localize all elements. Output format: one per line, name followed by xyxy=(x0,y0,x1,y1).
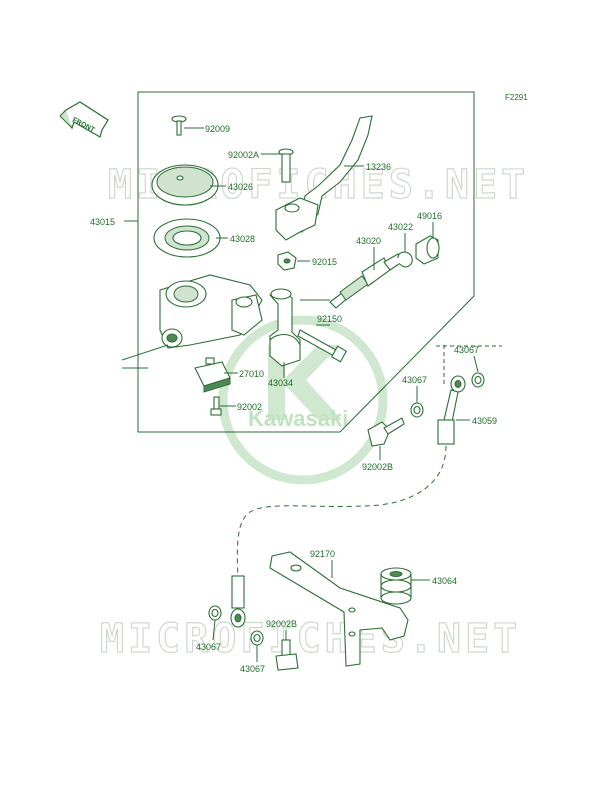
dust-boot-49016 xyxy=(415,235,440,265)
front-arrow-icon: FRONT xyxy=(59,101,109,138)
kawasaki-logo: Kawasaki xyxy=(218,315,388,485)
label-43034: 43034 xyxy=(268,378,293,388)
bolt-92150 xyxy=(297,329,348,363)
label-49016: 49016 xyxy=(417,211,442,221)
banjo-bolt-92002b-upper xyxy=(367,417,405,447)
figure-code: F2291 xyxy=(505,93,528,102)
label-92015: 92015 xyxy=(312,257,337,267)
label-92009: 92009 xyxy=(205,124,230,134)
label-92002a: 92002A xyxy=(228,150,259,160)
label-43064: 43064 xyxy=(432,576,457,586)
label-92150: 92150 xyxy=(317,314,342,324)
washer-43067-a xyxy=(471,372,485,388)
label-43059: 43059 xyxy=(472,416,497,426)
label-92002b-lower: 92002B xyxy=(266,619,297,629)
hose-fitting-43059 xyxy=(437,375,466,445)
screw-92002 xyxy=(210,396,222,416)
label-43067-d: 43067 xyxy=(240,664,265,674)
label-43067-a: 43067 xyxy=(454,345,479,355)
brand-text: Kawasaki xyxy=(248,406,348,431)
screw-92009 xyxy=(171,115,187,136)
label-43022: 43022 xyxy=(388,222,413,232)
diaphragm-43028 xyxy=(153,218,221,258)
reservoir-cap-43026 xyxy=(151,164,219,206)
label-92002b-upper: 92002B xyxy=(362,462,393,472)
bracket-92170 xyxy=(269,551,409,667)
label-43067-c: 43067 xyxy=(196,642,221,652)
pivot-bolt-92002a xyxy=(278,148,294,183)
label-43020: 43020 xyxy=(356,236,381,246)
label-92170: 92170 xyxy=(310,549,335,559)
label-43026: 43026 xyxy=(228,182,253,192)
circlip-43022 xyxy=(397,251,413,268)
label-27010: 27010 xyxy=(239,369,264,379)
watermark-bottom: MICROFICHES.NET xyxy=(100,616,521,662)
nut-92015 xyxy=(277,251,297,271)
label-92002: 92002 xyxy=(237,402,262,412)
label-43067-b: 43067 xyxy=(402,375,427,385)
washer-43067-b xyxy=(410,402,424,418)
switch-27010 xyxy=(194,357,231,393)
banjo-bolt-92002b-lower xyxy=(275,639,299,671)
bracket-43034 xyxy=(269,288,301,367)
clutch-lever-13236 xyxy=(275,115,373,241)
label-43028: 43028 xyxy=(230,234,255,244)
hose-fitting-lower xyxy=(230,575,246,628)
grommet-43064 xyxy=(380,567,412,605)
washer-43067-d xyxy=(250,630,264,646)
piston-43020 xyxy=(329,253,403,309)
label-13236: 13236 xyxy=(366,162,391,172)
assembly-frame xyxy=(137,91,475,433)
label-43015: 43015 xyxy=(90,217,115,227)
washer-43067-c xyxy=(208,605,222,621)
master-cylinder-43015 xyxy=(159,274,263,349)
